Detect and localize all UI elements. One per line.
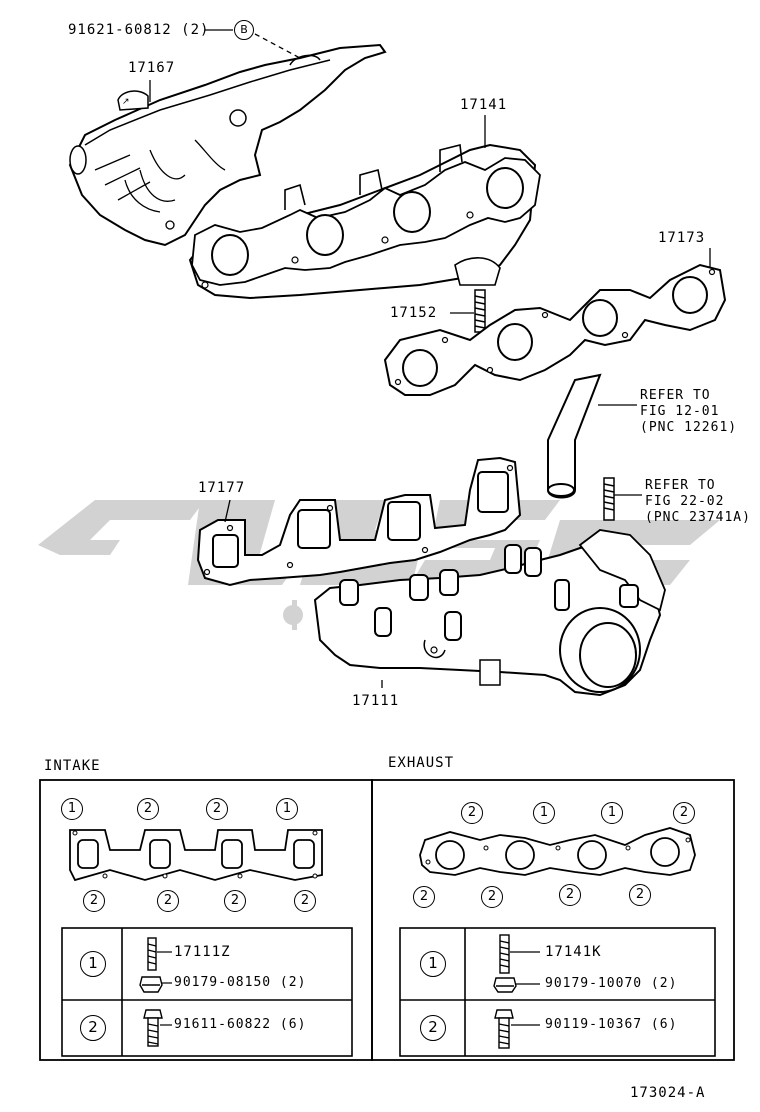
figure-id: 173024-A	[630, 1085, 706, 1101]
intake-mark-top-4: 1	[276, 798, 298, 820]
intake-mark-bottom-1: 2	[83, 890, 105, 912]
part-17152-label: 17152	[390, 305, 438, 321]
intake-mark-top-1: 1	[61, 798, 83, 820]
intake-manifold-17111	[313, 529, 666, 697]
ref-b-marker: B	[234, 20, 254, 40]
bolt-icon-exhaust	[494, 1009, 514, 1049]
intake-row1-part-a: 17111Z	[174, 944, 231, 960]
stud-icon-intake	[147, 937, 157, 971]
part-17141-label: 17141	[460, 97, 508, 113]
intake-row1-part-b: 90179-08150 (2)	[174, 975, 307, 990]
exhaust-row1-part-b: 90179-10070 (2)	[545, 976, 678, 991]
bolt-icon-intake	[143, 1009, 163, 1047]
exhaust-mark-top-3: 1	[601, 802, 623, 824]
exhaust-manifold-17141	[188, 143, 541, 300]
exhaust-mark-top-4: 2	[673, 802, 695, 824]
ref1-line3: (PNC 12261)	[640, 420, 738, 435]
part-17173-label: 17173	[658, 230, 706, 246]
stud-bolt-17152	[474, 289, 486, 333]
ref1-line2: FIG 12-01	[640, 404, 720, 419]
intake-mark-top-3: 2	[206, 798, 228, 820]
arrow-icon: ↗	[122, 97, 130, 107]
table-leaders-intake	[157, 951, 172, 1026]
exhaust-mark-bottom-3: 2	[559, 884, 581, 906]
exhaust-gasket-17173	[383, 263, 727, 396]
part-17167-label: 17167	[128, 60, 176, 76]
exhaust-row2-part: 90119-10367 (6)	[545, 1017, 678, 1032]
ref2-line3: (PNC 23741A)	[645, 510, 751, 525]
table-leaders-exhaust	[510, 951, 540, 1026]
nut-icon-intake	[139, 976, 163, 993]
intake-mark-bottom-2: 2	[157, 890, 179, 912]
part-17177-label: 17177	[198, 480, 246, 496]
intake-hose	[547, 373, 602, 499]
intake-row1-mark: 1	[80, 951, 106, 977]
heat-insulator-17167	[68, 43, 387, 247]
intake-row2-part: 91611-60822 (6)	[174, 1017, 307, 1032]
intake-title: INTAKE	[44, 758, 101, 774]
ref1-line1: REFER TO	[640, 388, 711, 403]
exhaust-row1-part-a: 17141K	[545, 944, 602, 960]
ref2-line2: FIG 22-02	[645, 494, 725, 509]
stud-bolt-right	[603, 477, 615, 521]
part-17111-label: 17111	[352, 693, 400, 709]
exhaust-title: EXHAUST	[388, 755, 455, 771]
leader-lines	[149, 29, 711, 688]
exhaust-mark-top-2: 1	[533, 802, 555, 824]
exhaust-mark-bottom-1: 2	[413, 886, 435, 908]
exhaust-mark-bottom-4: 2	[629, 884, 651, 906]
intake-gasket-small	[69, 829, 323, 882]
stud-icon-exhaust	[499, 934, 510, 974]
intake-gasket-17177	[196, 456, 522, 587]
intake-table	[61, 927, 353, 1057]
intake-row2-mark: 2	[80, 1015, 106, 1041]
ref2-line1: REFER TO	[645, 478, 716, 493]
intake-mark-top-2: 2	[137, 798, 159, 820]
intake-mark-bottom-3: 2	[224, 890, 246, 912]
exhaust-table	[399, 927, 716, 1057]
intake-mark-bottom-4: 2	[294, 890, 316, 912]
exhaust-row1-mark: 1	[420, 951, 446, 977]
bolt-ref-label: 91621-60812 (2)	[68, 22, 210, 38]
exhaust-box	[371, 779, 735, 1061]
nut-icon-exhaust	[493, 977, 517, 993]
exhaust-mark-top-1: 2	[461, 802, 483, 824]
exhaust-row2-mark: 2	[420, 1015, 446, 1041]
exhaust-mark-bottom-2: 2	[481, 886, 503, 908]
exhaust-gasket-small	[419, 827, 696, 876]
